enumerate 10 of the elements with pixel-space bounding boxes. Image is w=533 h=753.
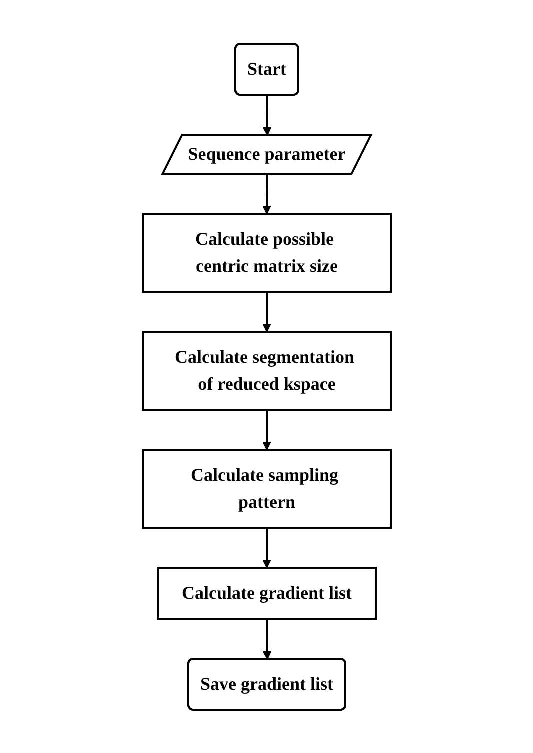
arrow — [262, 174, 271, 214]
node-box: Calculate sampling pattern — [142, 448, 392, 528]
arrow — [262, 292, 271, 332]
arrow — [262, 410, 271, 450]
arrow — [262, 618, 272, 660]
arrow — [262, 94, 272, 136]
node-box: Calculate segmentation of reduced kspace — [142, 330, 392, 410]
arrow — [262, 528, 271, 568]
node-box: Calculate gradient list — [156, 566, 376, 620]
node-box: Calculate possible centric matrix size — [142, 212, 392, 292]
